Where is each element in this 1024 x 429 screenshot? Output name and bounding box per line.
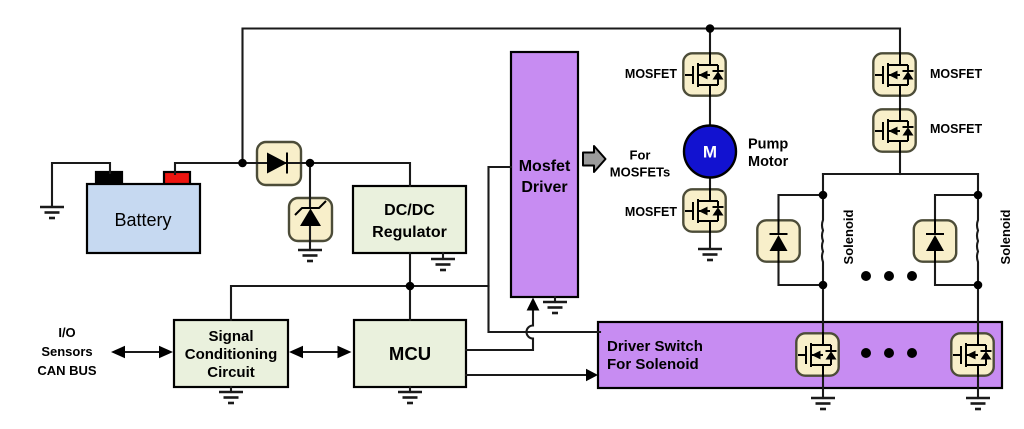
mosfet-label-3: MOSFET xyxy=(930,67,982,81)
ground-tvs xyxy=(296,248,324,263)
dcdc-regulator-block xyxy=(351,184,468,255)
battery-box xyxy=(85,182,202,255)
arrowheads xyxy=(111,297,598,382)
pump-motor-caption-line1: Pump xyxy=(748,137,788,153)
wire-regulated-rail xyxy=(229,284,490,322)
wire-top-power-rail xyxy=(241,27,902,165)
ground-battery xyxy=(38,205,66,220)
scc-label-line3: Circuit xyxy=(207,364,255,381)
scc-mcu-arrow-right xyxy=(337,345,352,359)
wire-mcu-to-mosfet-driver xyxy=(464,307,535,352)
mcu-label: MCU xyxy=(389,343,431,364)
scc-mcu-arrow-left xyxy=(289,345,303,359)
arrow-to-driver-switch xyxy=(586,368,598,382)
mosfet-right-top xyxy=(872,50,917,99)
dcdc-label-line1: DC/DC xyxy=(384,202,435,219)
mosfet-label-4: MOSFET xyxy=(930,122,982,136)
mosfet-solenoid-switch-2 xyxy=(950,330,995,379)
ground-scc xyxy=(217,390,245,405)
battery-label: Battery xyxy=(114,210,171,230)
wire-solenoid-coil-1 xyxy=(821,172,825,334)
pump-motor-circle xyxy=(682,124,738,179)
wire-supply-to-drivers xyxy=(487,165,602,334)
scc-label-line1: Signal xyxy=(208,328,253,345)
io-label-line3: CAN BUS xyxy=(37,363,97,378)
ground-mosfet-driver xyxy=(541,300,569,315)
mosfet-label-2: MOSFET xyxy=(625,205,677,219)
io-arrow-right xyxy=(159,345,173,359)
ellipsis-driver-switch xyxy=(861,348,917,358)
dcdc-label-line2: Regulator xyxy=(372,224,447,241)
driver-switch-label-line1: Driver Switch xyxy=(607,338,703,355)
mosfet-low-side-motor xyxy=(682,186,727,235)
driver-switch-label-line2: For Solenoid xyxy=(607,356,699,373)
junction-dots xyxy=(238,24,983,291)
mosfet-driver-block xyxy=(509,50,580,299)
motor-m-label: M xyxy=(703,143,717,162)
ground-driver-switch-1 xyxy=(809,396,837,411)
mosfet-high-side-motor xyxy=(682,50,727,99)
flyback-diode-1 xyxy=(756,217,801,265)
wire-solenoid-coil-2 xyxy=(976,172,980,334)
flyback-diode-2 xyxy=(912,217,958,265)
series-diode xyxy=(267,152,288,174)
io-label-line1: I/O xyxy=(58,325,75,340)
mosfet-right-bottom xyxy=(872,106,917,155)
arrow-up-to-mosfet-driver xyxy=(526,297,540,311)
io-arrow-left xyxy=(111,345,125,359)
io-label-line2: Sensors xyxy=(41,344,92,359)
mosfet-solenoid-switch-1 xyxy=(795,330,840,379)
mosfet-label-1: MOSFET xyxy=(625,67,677,81)
tvs-diode xyxy=(294,200,327,226)
for-mosfets-arrow-icon xyxy=(582,145,607,173)
solenoid-label-1: Solenoid xyxy=(841,209,856,264)
mosfet-driver-label-line1: Mosfet xyxy=(519,158,571,175)
battery-block xyxy=(85,170,202,255)
for-mosfets-line1: For xyxy=(630,148,651,163)
mosfet-driver-label-line2: Driver xyxy=(521,179,567,196)
pump-motor-caption-line2: Motor xyxy=(748,154,789,170)
ellipsis-solenoids xyxy=(861,271,917,281)
solenoid-label-2: Solenoid xyxy=(998,209,1013,264)
wire-battery-negative xyxy=(50,161,112,209)
ground-dcdc xyxy=(429,257,457,272)
ground-driver-switch-2 xyxy=(964,396,992,411)
wire-battery-positive xyxy=(173,161,412,188)
ground-mcu xyxy=(396,390,424,405)
mcu-block xyxy=(352,318,468,389)
scc-label-line2: Conditioning xyxy=(185,346,277,363)
for-mosfets-line2: MOSFETs xyxy=(610,165,670,180)
signal-conditioning-block xyxy=(172,318,290,389)
ground-motor-mosfet xyxy=(696,247,724,262)
